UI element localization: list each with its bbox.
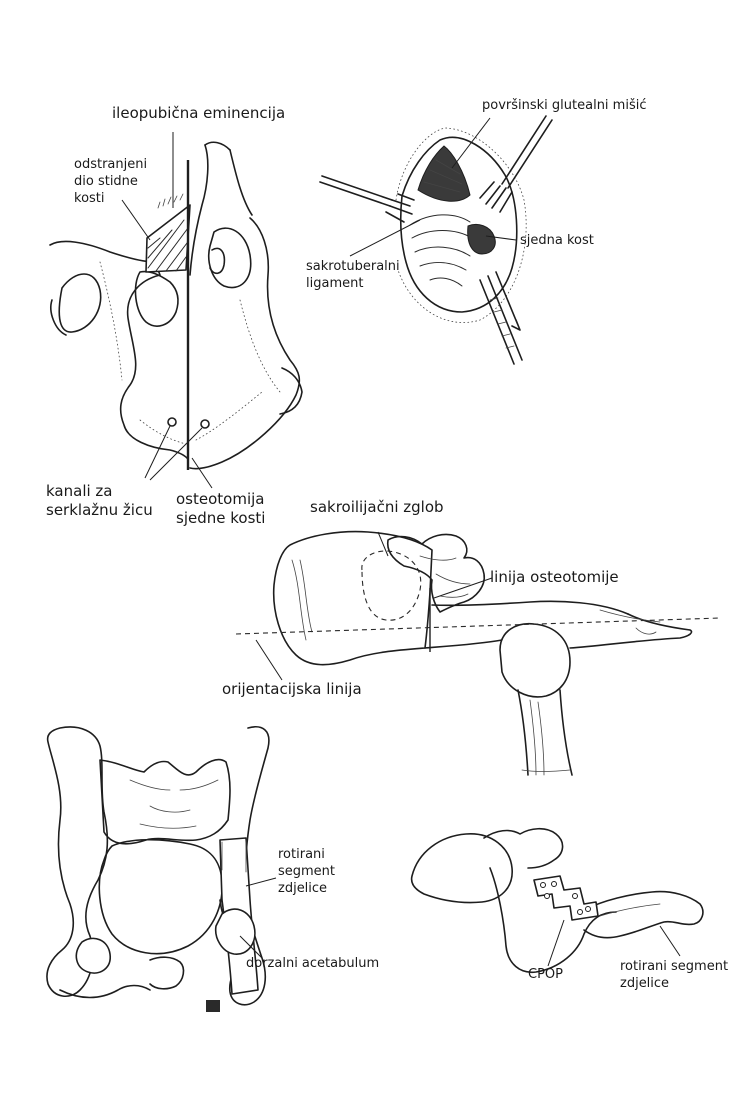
right-acetabulum: [209, 228, 251, 287]
incision-outer-dots: [396, 128, 526, 323]
cpop-leader: [548, 920, 564, 966]
left-pelvis-outline: [50, 241, 187, 458]
ilium-wing-shading: [292, 560, 312, 640]
label-sacrotuberous: sakrotuberalni ligament: [306, 258, 400, 292]
label-cpop: CPOP: [528, 966, 563, 983]
ileopubic-eminence-fringe: [158, 194, 183, 208]
left-obturator-foramen: [59, 274, 100, 332]
rotated-segment-shading: [600, 904, 660, 916]
right-ischium-outline: [190, 218, 299, 469]
label-superficial-gluteal: površinski glutealni mišić: [482, 97, 646, 114]
left-acetabulum: [76, 938, 110, 973]
label-wire-channels: kanali za serklažnu žicu: [46, 482, 153, 520]
sacrum-detail: [420, 556, 470, 597]
label-rotated-segment-2: rotirani segment zdjelice: [620, 958, 728, 992]
ischium-bottom-left: [60, 986, 150, 998]
femoral-head: [500, 624, 570, 697]
femur-shaft: [518, 690, 572, 775]
sacrum: [388, 534, 485, 612]
panel-pelvis-dorsal-view: [47, 727, 276, 1012]
pubic-symphysis: [150, 957, 183, 989]
osteotome-arrow: [496, 272, 520, 330]
femur-shaft-hatch: [530, 700, 544, 775]
panel-surgical-exposure: [320, 116, 552, 364]
label-orientation-line: orijentacijska linija: [222, 680, 362, 699]
osteotome-instrument: [480, 272, 522, 364]
label-ileopubic-eminence: ileopubična eminencija: [112, 104, 285, 123]
ilium-wing: [274, 532, 432, 665]
right-obturator-inner: [210, 248, 224, 273]
si-joint-leader: [378, 532, 388, 556]
wire-channel-left: [168, 418, 176, 426]
right-ilium-top: [205, 142, 230, 150]
ischium-pubis-extension: [570, 614, 692, 648]
pelvic-inlet: [99, 840, 222, 954]
orientation-line-leader: [256, 640, 282, 680]
rotated-segment-leader: [246, 878, 276, 886]
skin-incision: [401, 137, 517, 312]
pelvis-dotted-shading: [100, 262, 280, 444]
superficial-gluteal-leader: [452, 118, 490, 168]
sacrum-p5: [484, 829, 563, 868]
wire-channel-leaders: [145, 426, 202, 480]
label-ischium: sjedna kost: [520, 232, 594, 249]
ischium-osteotomy-leader: [192, 458, 212, 488]
rotated-segment-p5-leader: [660, 926, 680, 956]
sacrotuberous-leader: [350, 220, 420, 256]
label-ischium-osteotomy: osteotomija sjedne kosti: [176, 490, 265, 528]
dorsal-acetabulum-shape: [216, 909, 255, 954]
right-ilium-shaft: [190, 145, 252, 275]
label-removed-pubis: odstranjeni dio stidne kosti: [74, 156, 147, 207]
left-retractor: [320, 176, 414, 222]
sacrum-dorsal-crest: [130, 780, 218, 828]
label-osteotomy-line: linija osteotomije: [490, 568, 619, 587]
ischium-bone: [468, 224, 496, 254]
label-dorsal-acetabulum: dorzalni acetabulum: [246, 955, 379, 972]
label-si-joint: sakroilijačni zglob: [310, 498, 444, 517]
sacrum-dorsal: [100, 760, 230, 844]
bone-plate: [206, 1000, 220, 1012]
pubic-body-inner: [135, 272, 178, 327]
right-retractor: [480, 116, 552, 212]
deep-tissue-fibers: [410, 215, 472, 286]
femur-shaft-end: [522, 770, 570, 772]
osteotomy-line-leader: [434, 578, 492, 598]
label-rotated-segment-1: rotirani segment zdjelice: [278, 846, 335, 897]
panel-plate-fixation: [412, 829, 703, 973]
wire-channel-right: [201, 420, 209, 428]
panel-ilium-lateral-view: [236, 532, 720, 775]
sacroiliac-joint: [362, 551, 421, 620]
